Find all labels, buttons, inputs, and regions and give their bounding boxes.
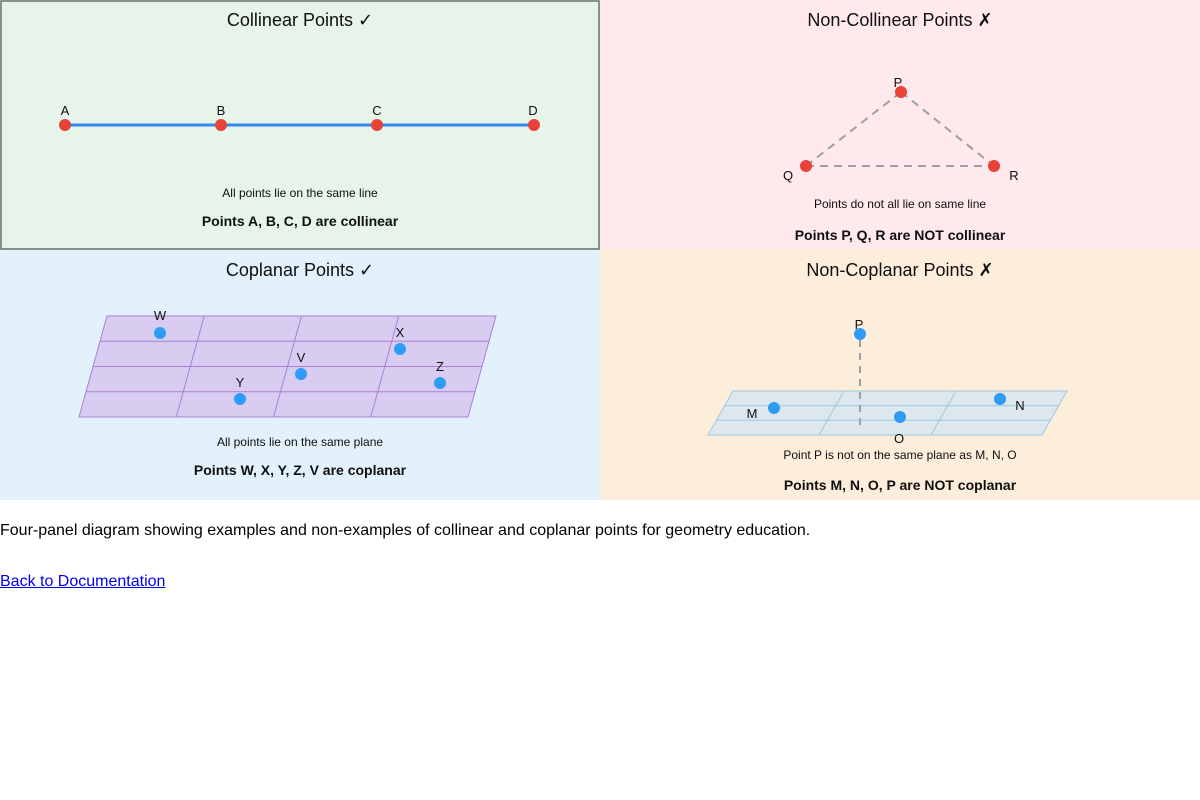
point-W	[154, 327, 166, 339]
point-label-Z: Z	[436, 359, 444, 374]
point-R	[988, 160, 1000, 172]
point-Y	[234, 393, 246, 405]
panel-non-coplanar-background	[600, 250, 1200, 500]
point-label-R: R	[1009, 168, 1018, 183]
panel-coplanar-description: All points lie on the same plane	[217, 435, 383, 449]
plane-grid-line	[818, 390, 845, 436]
panel-coplanar-conclusion: Points W, X, Y, Z, V are coplanar	[194, 462, 407, 478]
point-X	[394, 343, 406, 355]
non-coplanar-plane	[707, 390, 1068, 436]
point-M	[768, 402, 780, 414]
point-label-N: N	[1015, 398, 1024, 413]
point-A	[59, 119, 71, 131]
point-label-D: D	[528, 103, 537, 118]
triangle-side-PR	[900, 91, 995, 167]
point-Q	[800, 160, 812, 172]
figure-caption: Four-panel diagram showing examples and …	[0, 522, 811, 539]
geometry-diagram: Collinear Points ✓ A B C D All points li…	[0, 0, 1200, 500]
panel-collinear-conclusion: Points A, B, C, D are collinear	[202, 213, 399, 229]
point-O	[894, 411, 906, 423]
panel-collinear-title: Collinear Points ✓	[227, 10, 373, 30]
panel-non-coplanar-conclusion: Points M, N, O, P are NOT coplanar	[784, 477, 1017, 493]
panel-non-coplanar-description: Point P is not on the same plane as M, N…	[783, 448, 1016, 462]
plane-grid-line	[273, 315, 302, 418]
panel-non-collinear-background	[600, 0, 1200, 250]
doc-link-row: Back to Documentation	[0, 573, 1200, 591]
point-label-C: C	[372, 103, 381, 118]
back-to-documentation-link[interactable]: Back to Documentation	[0, 573, 166, 590]
point-label-Y: Y	[236, 375, 245, 390]
plane-grid-line	[175, 315, 205, 418]
plane-grid-line	[370, 315, 400, 418]
point-label-B: B	[217, 103, 226, 118]
point-label-V: V	[297, 350, 306, 365]
panel-coplanar-title: Coplanar Points ✓	[226, 260, 374, 280]
panel-non-collinear-title: Non-Collinear Points ✗	[807, 10, 992, 30]
point-label-P-noncollinear: P	[894, 75, 903, 90]
point-B	[215, 119, 227, 131]
point-P-noncoplanar	[854, 328, 866, 340]
point-label-A: A	[61, 103, 70, 118]
point-label-X: X	[396, 325, 405, 340]
panel-non-collinear-conclusion: Points P, Q, R are NOT collinear	[795, 227, 1006, 243]
point-label-O: O	[894, 431, 904, 446]
point-label-W: W	[154, 308, 167, 323]
point-V	[295, 368, 307, 380]
point-Z	[434, 377, 446, 389]
panel-non-collinear-description: Points do not all lie on same line	[814, 197, 986, 211]
point-label-P-noncoplanar: P	[855, 317, 864, 332]
plane-grid-line	[930, 390, 957, 436]
point-N	[994, 393, 1006, 405]
point-C	[371, 119, 383, 131]
panel-collinear-description: All points lie on the same line	[222, 186, 378, 200]
triangle-side-QP	[805, 91, 902, 167]
point-P-noncollinear	[895, 86, 907, 98]
point-label-M: M	[747, 406, 758, 421]
point-D	[528, 119, 540, 131]
panel-non-coplanar-title: Non-Coplanar Points ✗	[806, 260, 993, 280]
point-label-Q: Q	[783, 168, 793, 183]
